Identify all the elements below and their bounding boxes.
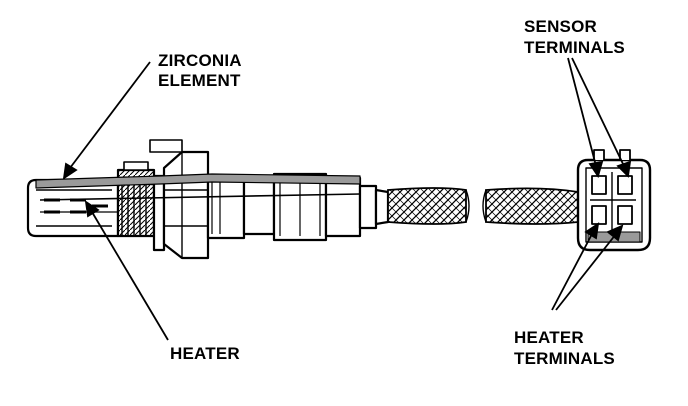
sensor-body <box>26 139 390 260</box>
zirconia-label-line2: ELEMENT <box>158 71 241 90</box>
sensor-terminals-label-line1: SENSOR <box>524 17 597 36</box>
heater-terminals-label-line2: TERMINALS <box>514 349 615 368</box>
sensor-terminals-label-line2: TERMINALS <box>524 38 625 57</box>
zirconia-label-line1: ZIRCONIA <box>158 51 242 70</box>
leader-lines <box>62 57 632 341</box>
heater-rod <box>39 193 361 201</box>
heater-label: HEATER <box>170 344 240 363</box>
heater-terminals-label-line1: HEATER <box>514 328 584 347</box>
